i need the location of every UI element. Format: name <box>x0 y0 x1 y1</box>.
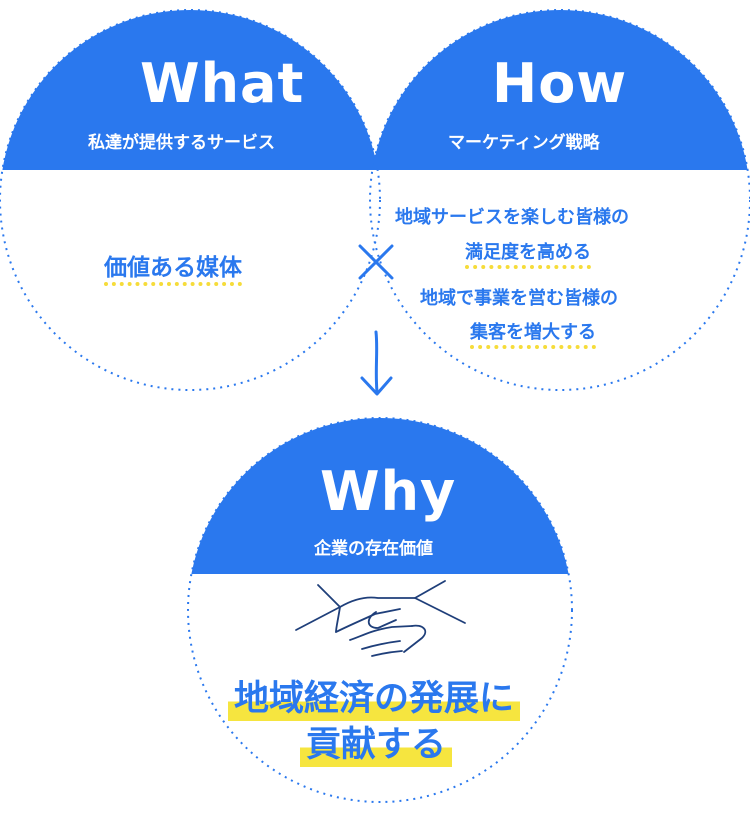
what-content: 価値ある媒体 <box>104 255 242 281</box>
how-line-4: 集客を増大する <box>470 322 596 343</box>
how-title: How <box>492 52 628 115</box>
cross-icon <box>358 244 394 280</box>
what-title: What <box>140 52 305 115</box>
why-subtitle: 企業の存在価値 <box>314 539 433 559</box>
down-arrow-icon <box>360 330 393 396</box>
what-subtitle: 私達が提供するサービス <box>88 133 275 153</box>
how-subtitle: マーケティング戦略 <box>448 133 600 153</box>
why-content-line-1: 地域経済の発展に <box>228 670 521 721</box>
why-title: Why <box>320 460 457 523</box>
how-line-2: 満足度を高める <box>465 242 591 263</box>
how-line-1: 地域サービスを楽しむ皆様の <box>395 207 629 228</box>
handshake-icon <box>295 580 466 657</box>
why-content-line-2: 貢献する <box>300 716 453 767</box>
how-line-3: 地域で事業を営む皆様の <box>420 288 618 309</box>
